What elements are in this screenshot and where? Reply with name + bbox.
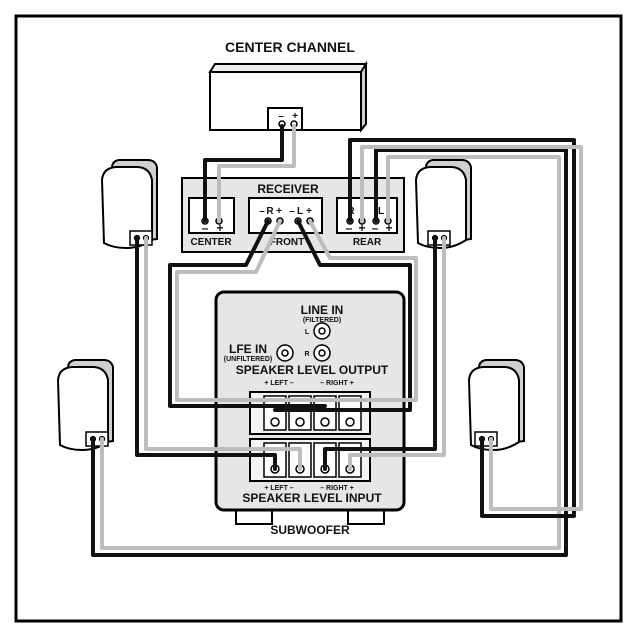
front-left-wire — [273, 219, 418, 412]
lfe-in-label: LFE IN — [229, 342, 267, 356]
subwoofer-unit: SUBWOOFER LINE IN (FILTERED) L R LFE IN … — [214, 290, 406, 537]
svg-text:+: + — [358, 221, 365, 235]
sub-to-front-right-speaker-wire — [323, 236, 446, 471]
svg-text:– RIGHT +: – RIGHT + — [320, 485, 354, 492]
center-channel-speaker: – + — [208, 60, 368, 133]
svg-text:+ LEFT –: + LEFT – — [264, 380, 293, 387]
front-right-speaker — [414, 159, 472, 250]
svg-text:–: – — [202, 221, 209, 235]
receiver-front-terminals — [248, 197, 323, 234]
rear-right-speaker — [467, 359, 525, 452]
svg-text:–: – — [289, 206, 295, 217]
receiver-title: RECEIVER — [257, 182, 319, 196]
subwoofer-label: SUBWOOFER — [270, 523, 350, 537]
svg-text:L: L — [378, 206, 384, 217]
wiring — [91, 124, 583, 557]
svg-text:+: + — [385, 221, 392, 235]
svg-text:R: R — [266, 206, 274, 217]
svg-text:+: + — [216, 221, 223, 235]
svg-text:–: – — [372, 221, 379, 235]
sub-to-front-left-speaker-wire — [135, 236, 302, 471]
center-channel-wire — [203, 124, 296, 223]
svg-text:–: – — [259, 206, 265, 217]
svg-text:–: – — [346, 221, 353, 235]
svg-text:L: L — [305, 329, 310, 336]
line-in-label: LINE IN — [301, 303, 344, 317]
speaker-level-output-label: SPEAKER LEVEL OUTPUT — [236, 363, 389, 377]
rear-left-speaker — [56, 359, 114, 452]
receiver-rear-label: REAR — [353, 237, 382, 248]
svg-text:–: – — [278, 111, 284, 122]
rear-left-wire — [91, 148, 568, 557]
front-left-speaker — [100, 159, 158, 250]
lfe-in-sublabel: (UNFILTERED) — [224, 356, 272, 363]
svg-text:R: R — [304, 351, 309, 358]
svg-text:+: + — [292, 111, 298, 122]
svg-text:L: L — [297, 206, 303, 217]
line-in-sublabel: (FILTERED) — [303, 317, 341, 324]
receiver-panel: RECEIVER – + CENTER – R + – L + FRONT R … — [181, 177, 405, 253]
speaker-level-input-label: SPEAKER LEVEL INPUT — [242, 491, 382, 505]
center-channel-title: CENTER CHANNEL — [225, 39, 355, 55]
rear-right-wire — [348, 138, 583, 518]
svg-text:– RIGHT +: – RIGHT + — [320, 380, 354, 387]
svg-text:+: + — [276, 206, 282, 217]
svg-text:+: + — [306, 206, 312, 217]
front-right-wire — [168, 219, 352, 408]
svg-text:+ LEFT –: + LEFT – — [264, 485, 293, 492]
receiver-front-label: FRONT — [270, 237, 304, 248]
receiver-center-label: CENTER — [190, 237, 232, 248]
receiver-center-terminals — [188, 197, 235, 234]
